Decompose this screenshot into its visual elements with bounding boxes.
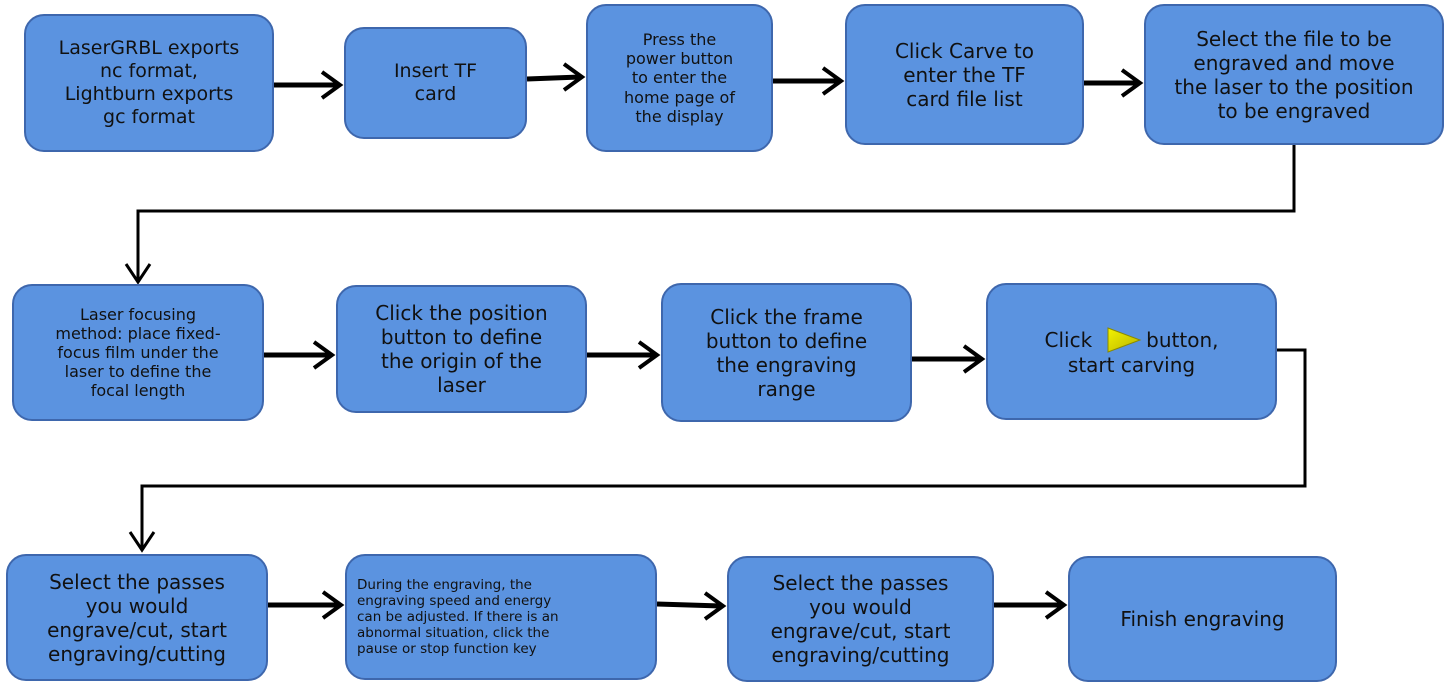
step-click-position-text: Click the position button to define the … [375, 301, 548, 397]
step-select-file: Select the file to be engraved and move … [1144, 4, 1444, 145]
step-laser-focusing: Laser focusing method: place fixed- focu… [12, 284, 264, 421]
step-click-start-after: button, [1146, 327, 1219, 352]
arrow-1-2 [274, 70, 344, 100]
step-click-start-before: Click [1044, 327, 1093, 352]
step-insert-tf-card-text: Insert TF card [393, 60, 478, 105]
step-click-frame-text: Click the frame button to define the eng… [705, 304, 868, 401]
step-laser-focusing-text: Laser focusing method: place fixed- focu… [55, 304, 221, 401]
step-select-file-text: Select the file to be engraved and move … [1174, 26, 1414, 123]
arrow-3-4 [773, 66, 845, 96]
arrow-11-12 [656, 591, 727, 621]
step-power-on: Press the power button to enter the home… [586, 4, 773, 152]
step-during-engraving-text: During the engraving, the engraving spee… [357, 576, 559, 658]
arrow-10-11 [268, 590, 345, 620]
step-click-carve-text: Click Carve to enter the TF card file li… [894, 38, 1035, 111]
arrow-4-5 [1084, 68, 1144, 98]
step-click-position: Click the position button to define the … [336, 285, 587, 413]
step-select-passes-1: Select the passes you would engrave/cut,… [6, 554, 268, 681]
connector-5-6 [124, 145, 1296, 285]
arrow-6-7 [264, 340, 336, 370]
arrow-8-9 [912, 344, 986, 374]
step-export-format: LaserGRBL exports nc format, Lightburn e… [24, 14, 274, 152]
play-triangle-icon [1107, 326, 1142, 353]
step-select-passes-2: Select the passes you would engrave/cut,… [727, 556, 994, 682]
step-during-engraving: During the engraving, the engraving spee… [345, 554, 657, 680]
step-export-format-text: LaserGRBL exports nc format, Lightburn e… [58, 37, 240, 128]
arrow-2-3 [526, 62, 586, 92]
step-finish-engraving: Finish engraving [1068, 556, 1337, 682]
step-click-carve: Click Carve to enter the TF card file li… [845, 4, 1084, 145]
step-click-start-line1: Click button, [1044, 326, 1219, 353]
step-select-passes-2-text: Select the passes you would engrave/cut,… [770, 571, 951, 667]
connector-9-10 [128, 348, 1307, 553]
step-insert-tf-card: Insert TF card [344, 27, 527, 139]
step-select-passes-1-text: Select the passes you would engrave/cut,… [47, 569, 227, 666]
step-power-on-text: Press the power button to enter the home… [624, 30, 735, 126]
step-click-start: Click button, start carving [986, 283, 1277, 420]
arrow-7-8 [587, 340, 661, 370]
step-click-start-line2: start carving [1067, 352, 1196, 377]
step-click-frame: Click the frame button to define the eng… [661, 283, 912, 422]
arrow-12-13 [994, 590, 1068, 620]
step-finish-engraving-text: Finish engraving [1120, 607, 1285, 631]
